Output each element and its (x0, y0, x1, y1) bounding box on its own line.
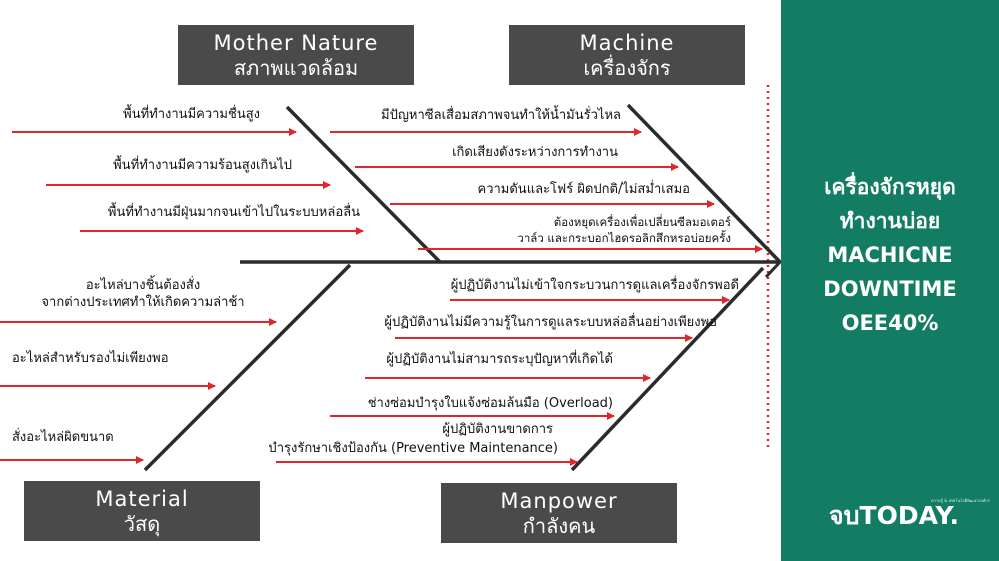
cause-label: บำรุงรักษาเชิงป้องกัน (Preventive Mainte… (268, 441, 558, 456)
logo-tagline: ความรู้ & เทคโนโลยีพัฒนาองค์กร (931, 498, 990, 503)
effect-line: เครื่องจักรหยุด (824, 175, 956, 199)
category-title-en: Manpower (500, 489, 618, 513)
cause-label: ต้องหยุดเครื่องเพื่อเปลี่ยนซีลมอเตอร์ (553, 215, 731, 229)
category-box-manpower: Manpower กำลังคน (441, 483, 677, 543)
category-box-machine: Machine เครื่องจักร (509, 25, 745, 85)
category-title-en: Machine (579, 31, 675, 55)
cause-label: วาล์ว และกระบอกไฮดรอลิกสึกหรอบ่อยครั้ง (517, 231, 731, 245)
cause-label: เกิดเสียงดังระหว่างการทำงาน (452, 145, 618, 160)
cause-label: อะไหล่บางชิ้นต้องสั่ง (85, 278, 201, 293)
effect-line: MACHICNE (827, 243, 953, 267)
logo: จบTODAY. (829, 501, 959, 530)
cause-label: จากต่างประเทศทำให้เกิดความล่าช้า (41, 295, 245, 310)
category-title-th: กำลังคน (522, 514, 596, 538)
bone-material (143, 263, 352, 472)
cause-label: ความดันและโฟร์ ผิดปกติ/ไม่สม่ำเสมอ (477, 182, 691, 197)
cause-label: ช่างซ่อมบำรุงใบแจ้งซ่อมล้นมือ (Overload) (367, 396, 613, 411)
effect-panel: เครื่องจักรหยุด ทำงานบ่อย MACHICNE DOWNT… (781, 0, 999, 561)
category-title-en: Mother Nature (213, 31, 379, 55)
effect-line: ทำงานบ่อย (839, 209, 941, 233)
bone-machine (626, 103, 782, 264)
effect-text: เครื่องจักรหยุด ทำงานบ่อย MACHICNE DOWNT… (781, 170, 999, 340)
cause-label: พื้นที่ทำงานมีความร้อนสูงเกินไป (113, 158, 292, 173)
category-title-th: วัสดุ (123, 512, 161, 536)
effect-line: DOWNTIME (823, 277, 957, 301)
category-title-th: เครื่องจักร (583, 56, 671, 80)
cause-label: ผู้ปฏิบัติงานไม่เข้าใจกระบวนการดูแลเครื่… (450, 278, 739, 293)
category-box-material: Material วัสดุ (24, 481, 260, 541)
cause-label: ผู้ปฏิบัติงานไม่สามารถระบุปัญหาที่เกิดได… (386, 352, 613, 367)
cause-label: ผู้ปฏิบัติงานไม่มีความรู้ในการดูแลระบบหล… (384, 315, 717, 330)
effect-line: OEE40% (841, 311, 939, 335)
category-box-mother-nature: Mother Nature สภาพแวดล้อม (178, 25, 414, 85)
cause-label: พื้นที่ทำงานมีฝุ่นมากจนเข้าไปในระบบหล่อล… (107, 205, 360, 220)
cause-label: สั่งอะไหล่ผิดขนาด (12, 430, 114, 445)
cause-label: มีปัญหาซีลเสื่อมสภาพจนทำให้น้ำมันรั่วไหล (381, 108, 621, 123)
cause-label: พื้นที่ทำงานมีความชื่นสูง (123, 107, 260, 122)
cause-label: อะไหล่สำหรับรองไม่เพียงพอ (12, 351, 169, 366)
category-title-th: สภาพแวดล้อม (233, 56, 359, 80)
category-title-en: Material (95, 487, 189, 511)
bone-mother-nature (285, 105, 442, 264)
cause-label: ผู้ปฏิบัติงานขาดการ (442, 422, 553, 437)
bone-manpower (570, 266, 765, 472)
